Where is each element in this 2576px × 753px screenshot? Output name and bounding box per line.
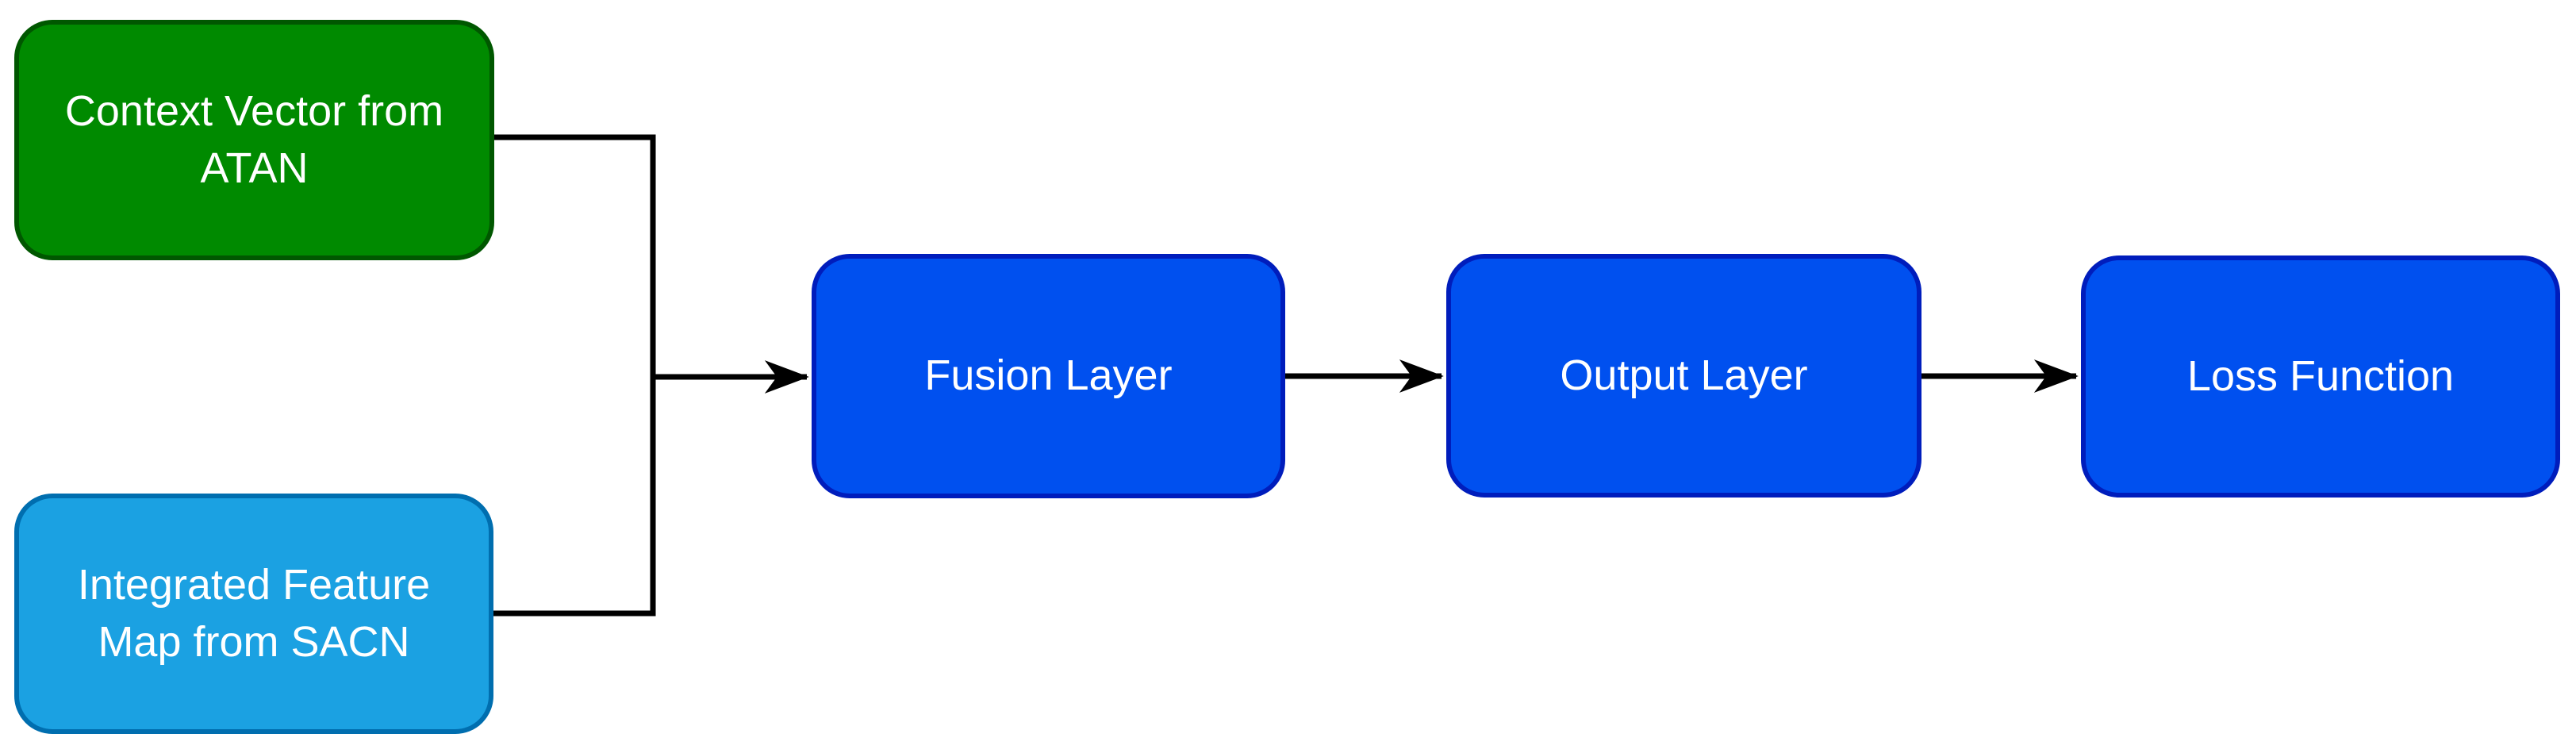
node-integrated-feature-map-sacn: Integrated Feature Map from SACN — [14, 494, 493, 734]
node-label: Loss Function — [2186, 352, 2455, 400]
node-label: Output Layer — [1560, 351, 1808, 399]
node-fusion-layer: Fusion Layer — [812, 254, 1285, 498]
node-label: Integrated Feature Map from SACN — [77, 561, 431, 666]
node-label: Fusion Layer — [924, 352, 1173, 400]
edge-context-vector-to-junction — [494, 134, 656, 377]
node-loss-function: Loss Function — [2081, 255, 2560, 498]
node-output-layer: Output Layer — [1446, 254, 1921, 498]
node-context-vector-atan: Context Vector from ATAN — [14, 20, 494, 260]
edge-integrated-feature-to-junction — [493, 377, 656, 617]
node-label: Context Vector from ATAN — [64, 87, 444, 192]
